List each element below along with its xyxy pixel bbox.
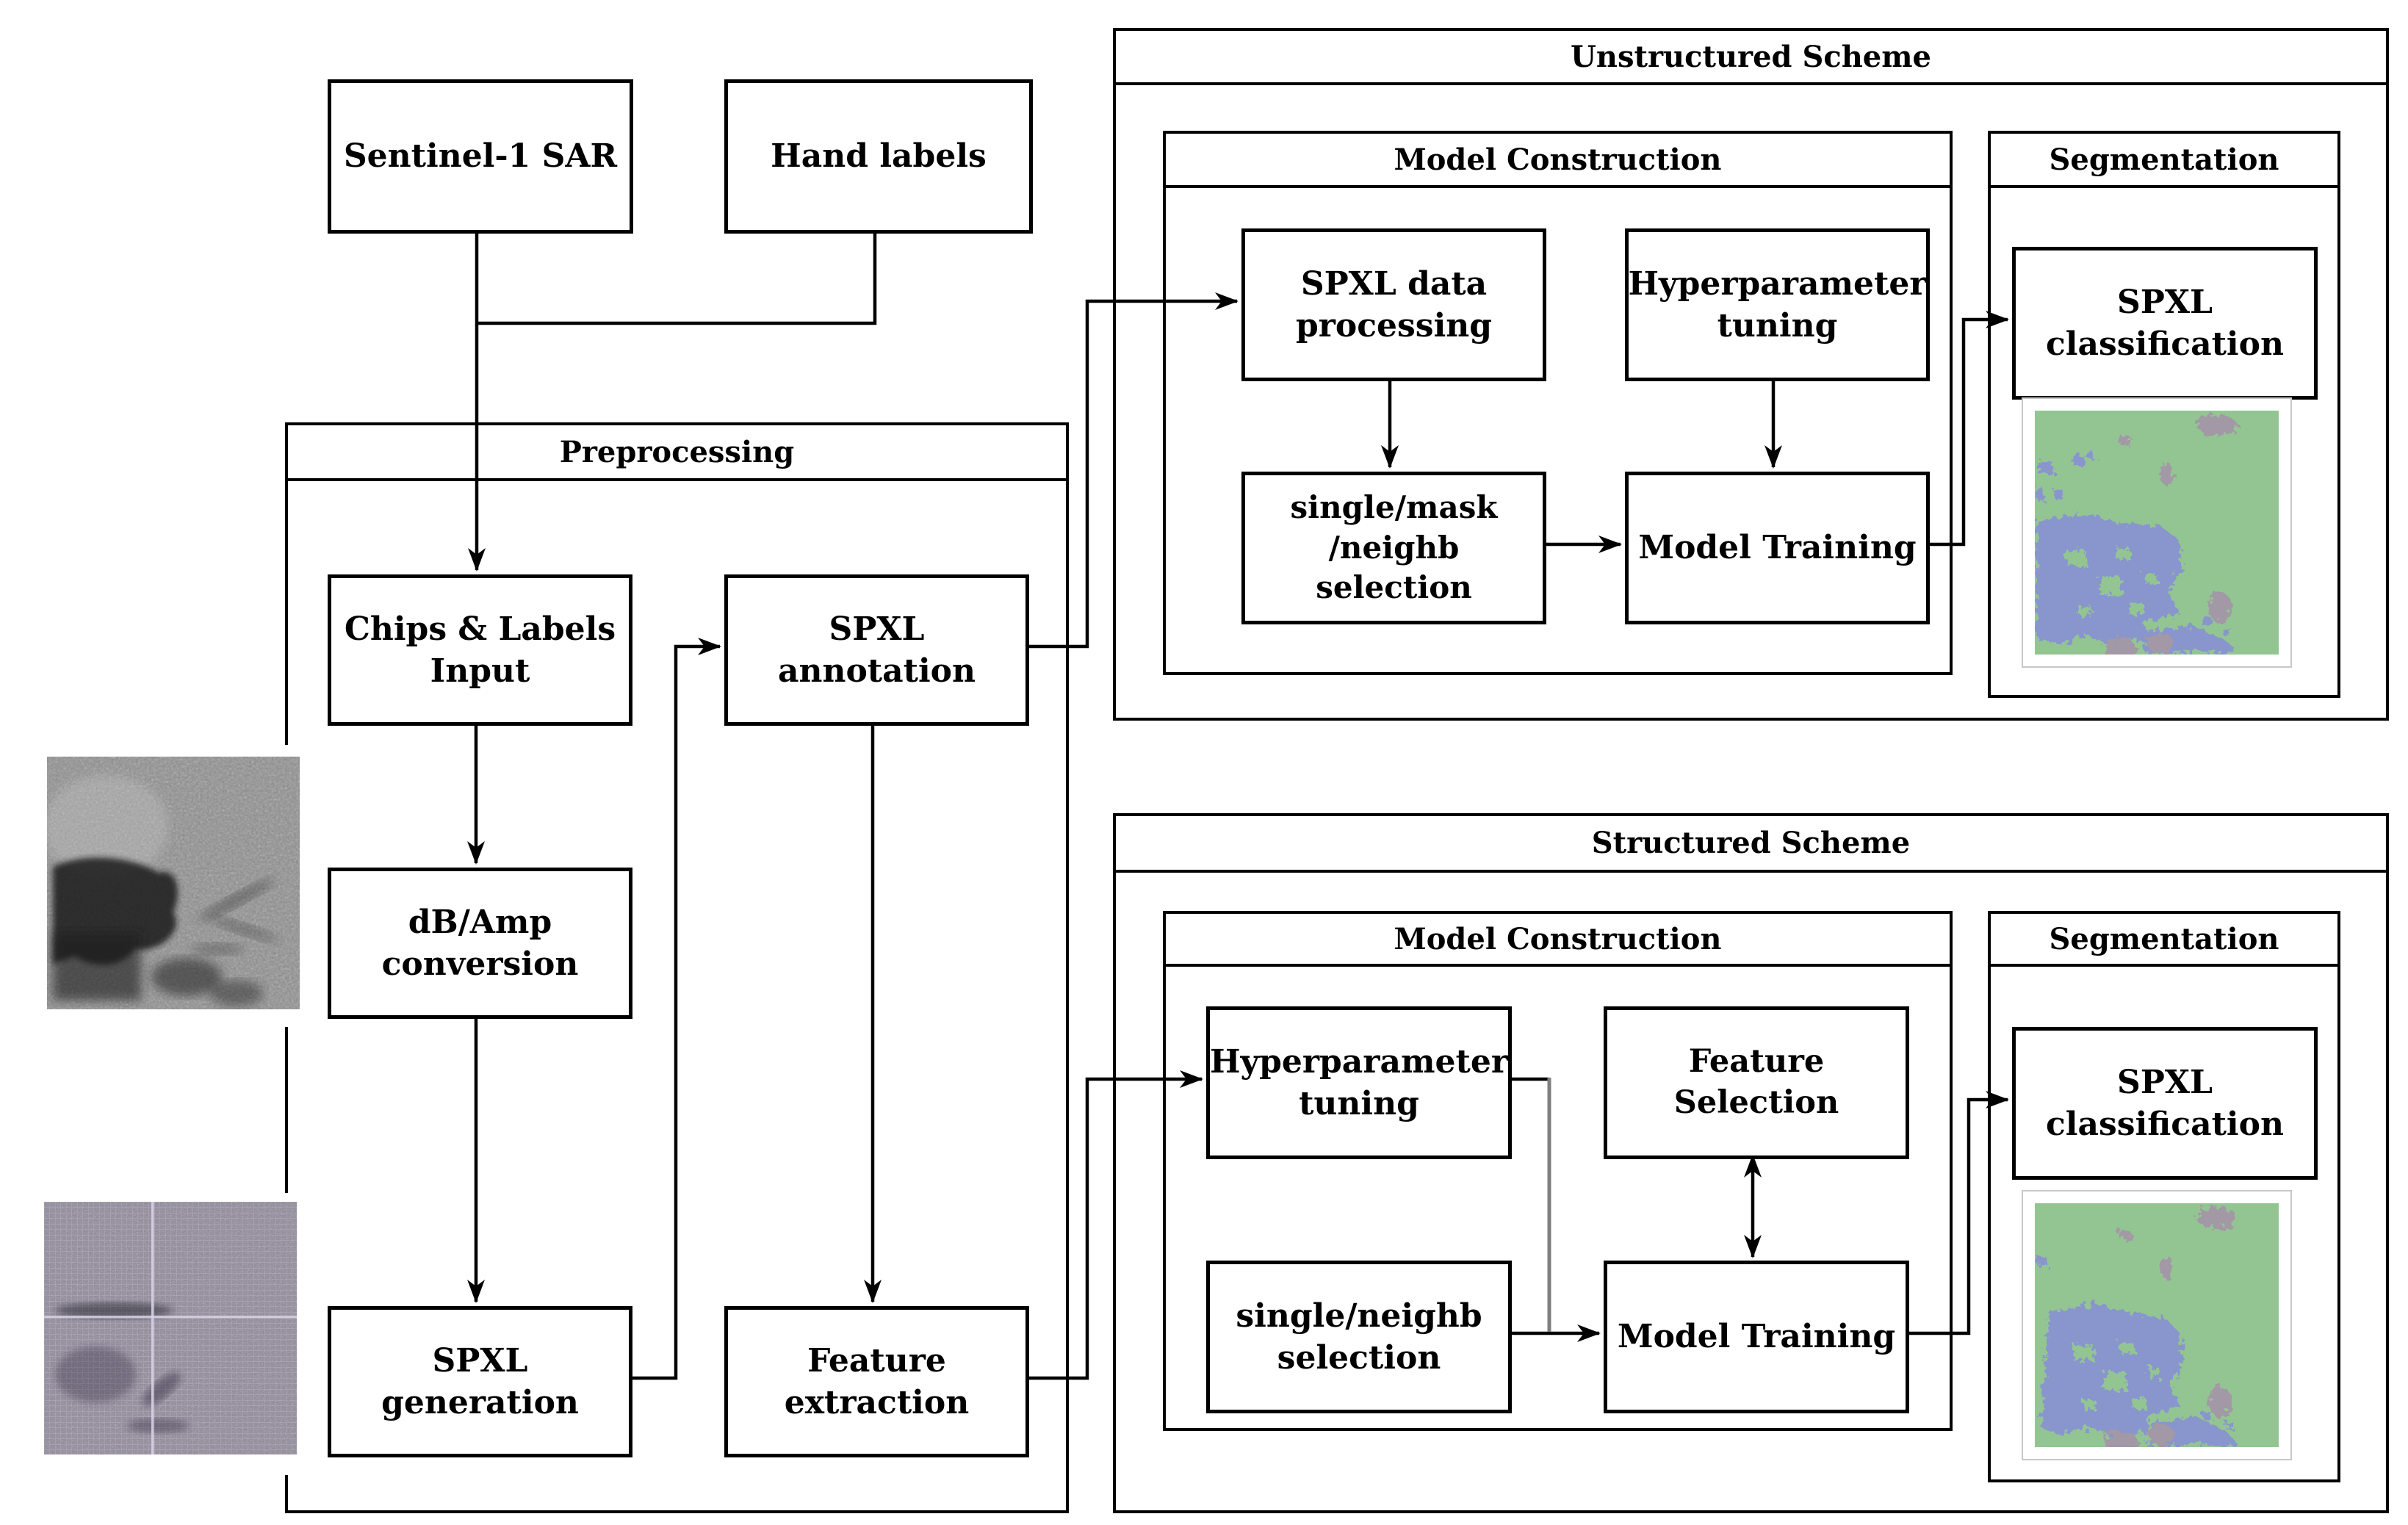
- arrow-hand-labels-join: [477, 226, 877, 325]
- structured-segmentation-container: Segmentation: [1988, 911, 2340, 1482]
- arrow-featext-to-hyptuning: [1022, 1070, 1203, 1380]
- node-hyperparameter-tuning-unstructured: Hyperparameter tuning: [1625, 228, 1930, 381]
- structured-model-construction-title: Model Construction: [1166, 914, 1950, 967]
- node-spxl-annotation: SPXL annotation: [724, 574, 1029, 726]
- node-db-amp-conversion: dB/Amp conversion: [328, 868, 632, 1019]
- node-spxl-classification-structured: SPXL classification: [2012, 1027, 2318, 1180]
- arrow-annotation-to-spxl-data: [1022, 292, 1239, 649]
- spxl-chip-image: [44, 1202, 297, 1454]
- arrow-training-to-classification-unstr: [1922, 311, 2009, 547]
- arrow-spxlgen-to-annotation: [625, 638, 721, 1380]
- node-single-neighb-selection: single/neighb selection: [1206, 1261, 1512, 1413]
- unstructured-model-construction-title: Model Construction: [1166, 134, 1950, 188]
- node-model-training-unstructured: Model Training: [1625, 472, 1930, 624]
- segmentation-result-image-structured: [2035, 1203, 2279, 1447]
- sar-chip-image: [47, 757, 300, 1009]
- unstructured-scheme-container: Unstructured Scheme: [1113, 28, 2389, 721]
- structured-segmentation-title: Segmentation: [1991, 914, 2337, 967]
- unstructured-segmentation-title: Segmentation: [1991, 134, 2337, 188]
- node-hyperparameter-tuning-structured: Hyperparameter tuning: [1206, 1006, 1512, 1159]
- node-sentinel-sar: Sentinel-1 SAR: [328, 79, 633, 234]
- node-feature-extraction: Feature extraction: [724, 1306, 1029, 1457]
- arrow-training-to-classification-str: [1902, 1091, 2009, 1335]
- unstructured-scheme-title: Unstructured Scheme: [1116, 31, 2386, 85]
- node-hand-labels: Hand labels: [724, 79, 1033, 234]
- segmentation-result-image-unstructured: [2035, 411, 2279, 655]
- node-single-mask-neighb-selection: single/mask /neighb selection: [1241, 472, 1546, 624]
- node-feature-selection: Feature Selection: [1604, 1006, 1909, 1159]
- node-spxl-classification-unstructured: SPXL classification: [2012, 247, 2318, 400]
- structured-scheme-title: Structured Scheme: [1116, 816, 2386, 873]
- structured-model-construction-container: Model Construction: [1163, 911, 1953, 1431]
- node-spxl-generation: SPXL generation: [328, 1306, 632, 1457]
- node-spxl-data-processing: SPXL data processing: [1241, 228, 1546, 381]
- unstructured-segmentation-container: Segmentation: [1988, 131, 2340, 698]
- node-model-training-structured: Model Training: [1604, 1261, 1909, 1413]
- structured-scheme-container: Structured Scheme: [1113, 813, 2389, 1513]
- node-chips-labels-input: Chips & Labels Input: [328, 574, 632, 726]
- unstructured-model-construction-container: Model Construction: [1163, 131, 1953, 675]
- preprocessing-title: Preprocessing: [288, 425, 1066, 481]
